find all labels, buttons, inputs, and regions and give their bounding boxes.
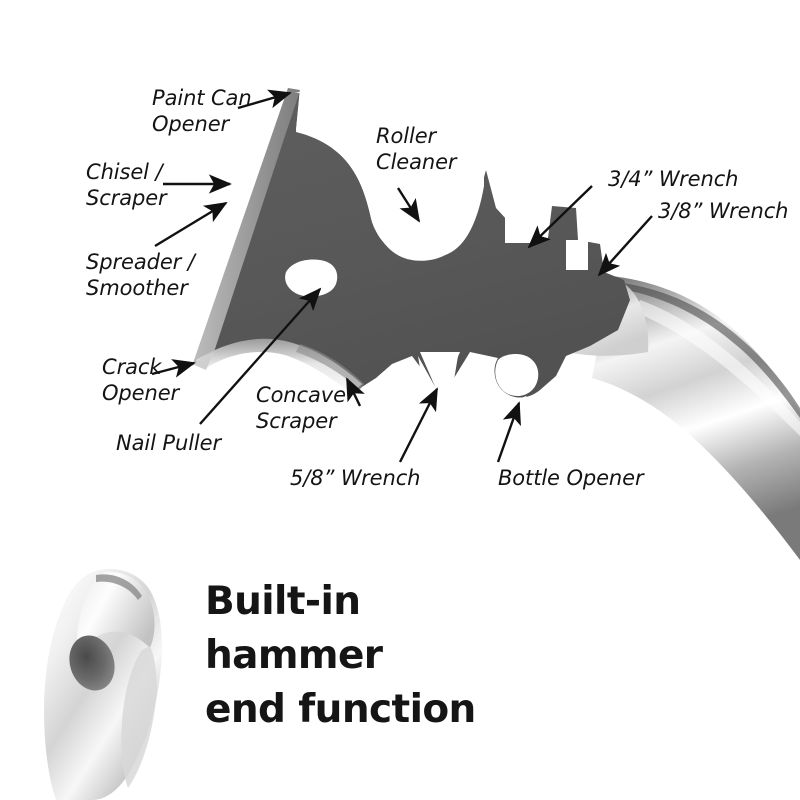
arrow-bottle-opener xyxy=(496,401,521,463)
callout-crack-opener: Crack Opener xyxy=(102,355,180,405)
callout-nail-puller: Nail Puller xyxy=(116,431,222,455)
callout-roller-cleaner: Roller Cleaner xyxy=(376,124,457,174)
three-eighths-wrench-notch xyxy=(566,240,588,270)
callout-three-eighths-wrench: 3/8” Wrench xyxy=(658,199,789,223)
callout-chisel-scraper: Chisel / Scraper xyxy=(86,160,167,210)
arrow-paint-can-opener xyxy=(237,89,292,110)
blade-head xyxy=(192,88,630,412)
arrow-three-quarter-wrench xyxy=(527,185,593,249)
callout-arrows xyxy=(151,89,653,463)
arrow-crack-opener xyxy=(151,359,196,378)
hammer-hole xyxy=(69,635,115,691)
callout-three-quarter-wrench: 3/4” Wrench xyxy=(608,167,739,191)
bottle-opener-notch xyxy=(495,354,539,397)
concave-scraper-edge xyxy=(196,338,362,394)
hammer-end-function-caption: Built-in hammer end function xyxy=(205,579,476,732)
chisel-bevel-edge xyxy=(192,88,300,366)
crack-opener-tip xyxy=(192,352,214,370)
callout-concave-scraper: Concave Scraper xyxy=(256,383,346,433)
arrow-three-eighths-wrench xyxy=(597,215,653,277)
callout-spreader-smoother: Spreader / Smoother xyxy=(86,250,195,300)
callout-five-eighths-wrench: 5/8” Wrench xyxy=(290,466,421,490)
nail-puller-slot xyxy=(285,259,338,297)
hammer-end-illustration xyxy=(44,569,162,800)
arrow-concave-scraper xyxy=(345,377,365,407)
callout-paint-can-opener: Paint Can Opener xyxy=(152,86,252,136)
arrow-spreader-smoother xyxy=(154,201,228,248)
arrow-roller-cleaner xyxy=(396,187,421,223)
arrow-five-eighths-wrench xyxy=(398,387,439,463)
arrow-nail-puller xyxy=(199,287,322,425)
three-quarter-wrench-notch xyxy=(505,205,537,243)
callout-bottle-opener: Bottle Opener xyxy=(498,466,644,490)
